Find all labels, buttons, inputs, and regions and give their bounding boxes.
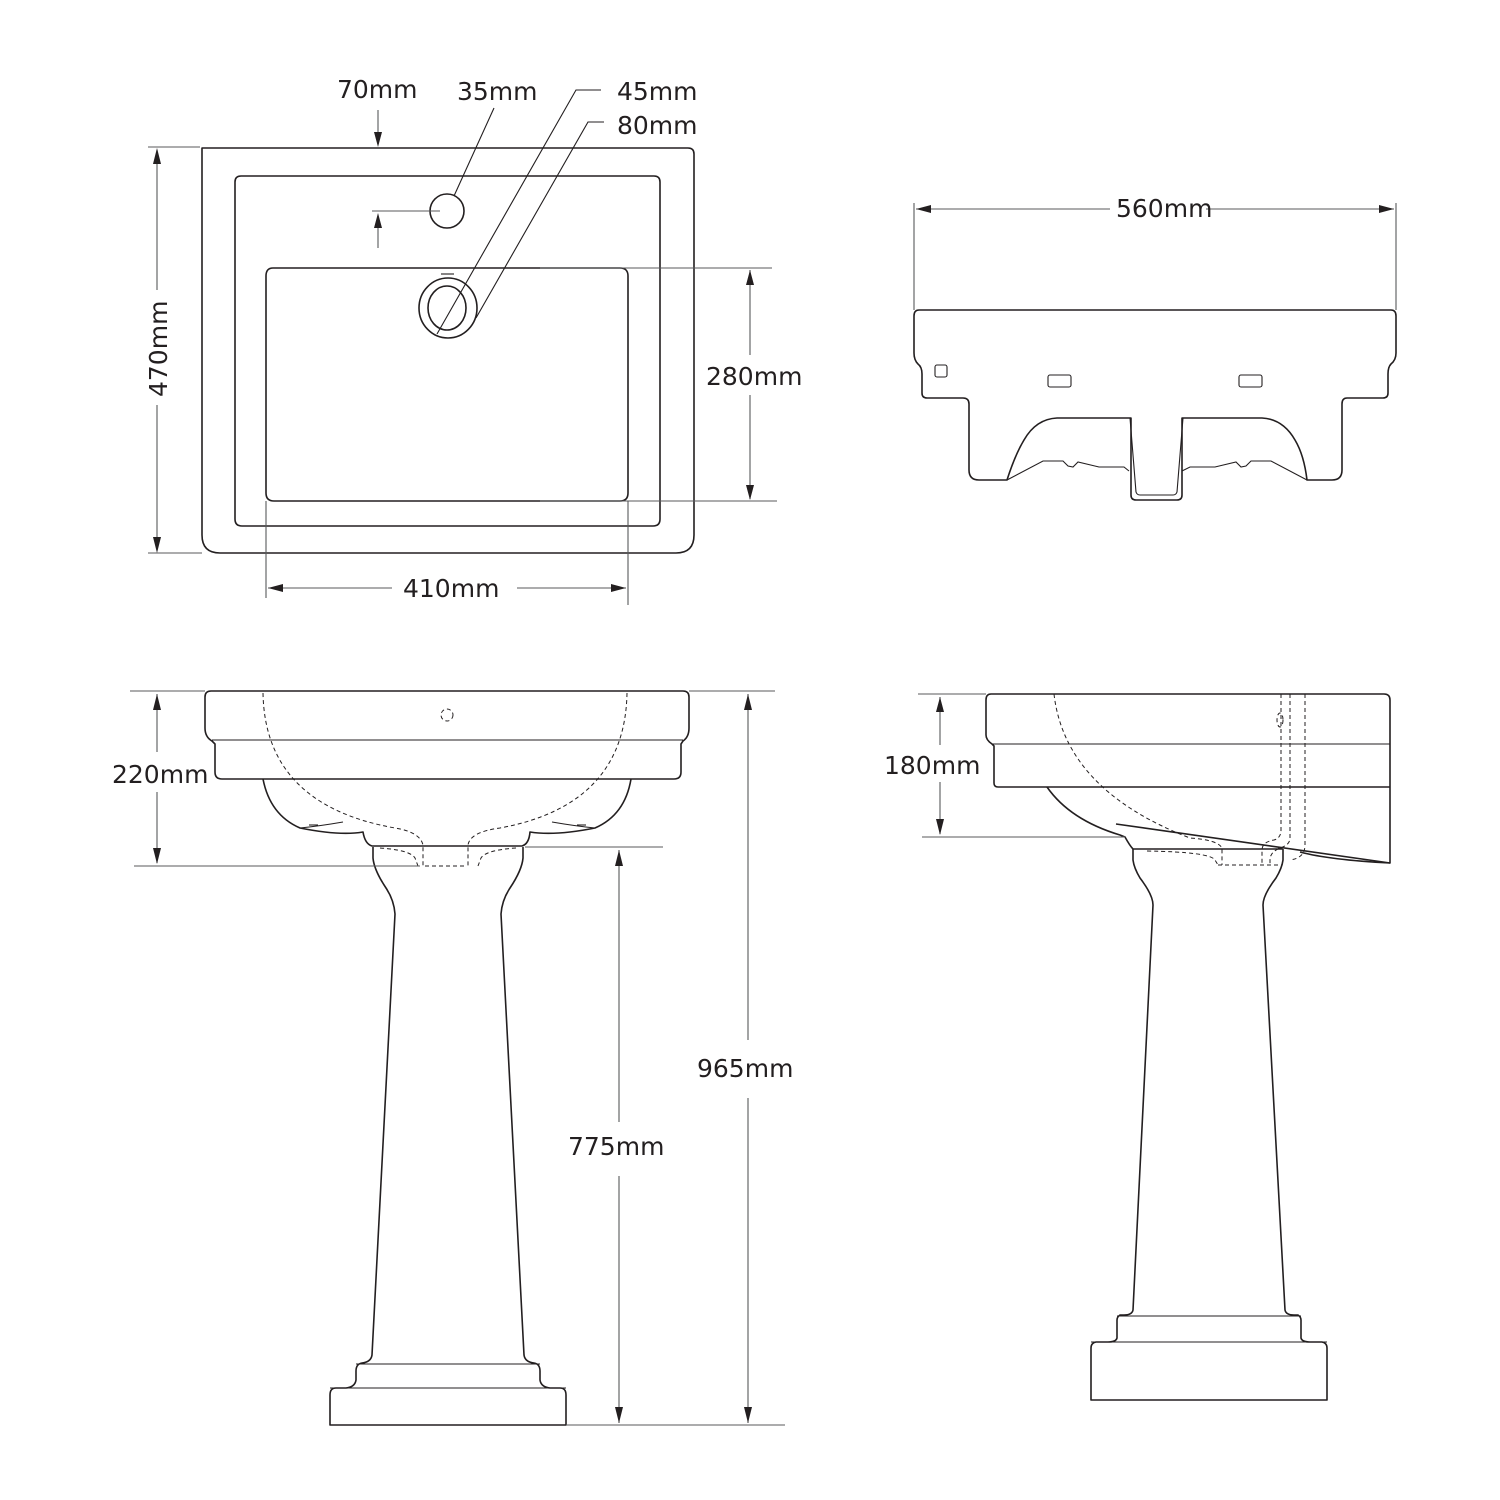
arrow-icon: [153, 537, 161, 553]
arrow-icon: [1379, 205, 1394, 213]
bowl-hidden-line: [1053, 693, 1223, 865]
leader-45mm: [436, 89, 601, 335]
pedestal-front: [329, 847, 567, 1426]
arrow-icon: [936, 819, 944, 835]
arrow-icon: [268, 584, 283, 592]
label-basin-height: 220mm: [112, 760, 208, 789]
basin-underside-detail: [551, 821, 596, 829]
leader-35mm: [453, 107, 495, 197]
rear-view: 560mm: [913, 194, 1397, 501]
front-elevation: 220mm 775mm 965mm: [112, 690, 793, 1426]
label-depth: 470mm: [144, 301, 173, 397]
basin-outer-rim: [201, 147, 695, 554]
pedestal-hidden-line: [1146, 850, 1219, 866]
basin-rear-outline: [913, 309, 1397, 501]
arrow-icon: [153, 148, 161, 164]
arrow-icon: [374, 213, 382, 228]
fixing-hole: [1238, 374, 1263, 388]
basin-front-rim: [204, 690, 690, 780]
basin-inner-ledge: [234, 175, 661, 527]
basin-bowl: [265, 267, 629, 502]
label-tap-hole: 35mm: [457, 77, 538, 106]
overflow-hidden: [1276, 712, 1284, 728]
waste-outer-ring: [418, 277, 478, 339]
arrow-icon: [746, 270, 754, 285]
waste-inner-ring: [427, 285, 467, 331]
arrow-icon: [936, 697, 944, 712]
rear-waste-outlet: [1129, 417, 1184, 496]
wall-slope-line: [1115, 823, 1391, 864]
label-waste-outer: 80mm: [617, 111, 698, 140]
label-side-height: 180mm: [884, 751, 980, 780]
basin-underside: [262, 778, 632, 847]
arrow-icon: [744, 694, 752, 710]
arrow-icon: [374, 132, 382, 147]
pedestal-hidden-line: [379, 847, 419, 867]
label-bowl-depth: 280mm: [706, 362, 802, 391]
leader-80mm: [475, 121, 604, 319]
label-width: 560mm: [1116, 194, 1212, 223]
top-view: 70mm 35mm 45mm 80mm 470mm 280mm 410mm: [144, 75, 802, 605]
pedestal-hidden-line: [477, 847, 517, 867]
label-pedestal-height: 775mm: [568, 1132, 664, 1161]
rear-inner-skirt: [1181, 460, 1308, 481]
basin-side-rim: [985, 693, 1391, 864]
fixing-hole: [934, 364, 948, 378]
label-bowl-width: 410mm: [403, 574, 499, 603]
arrow-icon: [746, 485, 754, 500]
basin-side-underside: [1046, 786, 1283, 850]
pedestal-side: [1090, 849, 1328, 1401]
label-waste-inner: 45mm: [617, 77, 698, 106]
arrow-icon: [615, 850, 623, 866]
side-elevation: 180mm: [884, 693, 1391, 1401]
fixing-hole: [1047, 374, 1072, 388]
label-overall-height: 965mm: [697, 1054, 793, 1083]
arrow-icon: [744, 1407, 752, 1423]
label-tap-offset: 70mm: [337, 75, 418, 104]
overflow-channel-hidden: [1261, 694, 1306, 865]
arrow-icon: [153, 694, 161, 710]
arrow-icon: [153, 848, 161, 864]
arrow-icon: [916, 205, 931, 213]
rear-inner-skirt: [1006, 460, 1130, 481]
overflow-hidden: [440, 708, 454, 722]
arrow-icon: [611, 584, 626, 592]
bowl-hidden-line: [262, 692, 628, 866]
arrow-icon: [615, 1407, 623, 1423]
basin-underside-detail: [299, 821, 344, 829]
